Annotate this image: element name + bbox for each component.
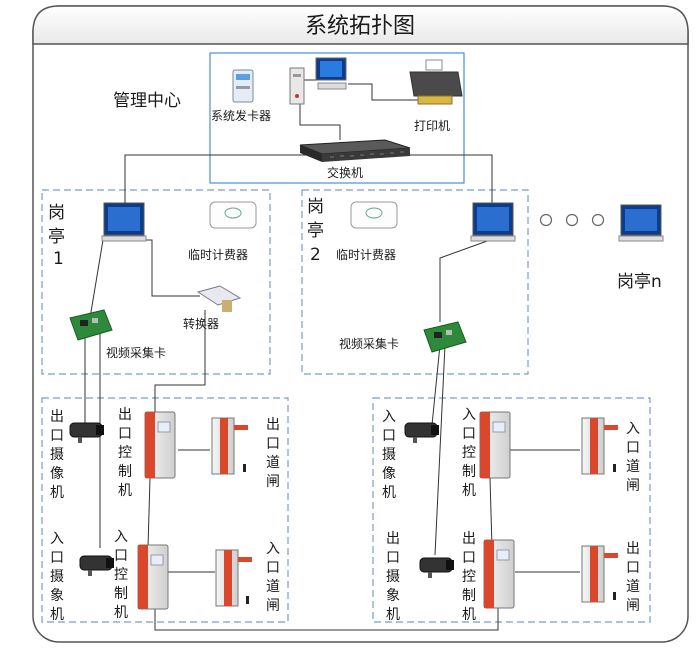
left-entry-gate-icon	[215, 549, 252, 607]
booth1-meter-label: 临时计费器	[188, 248, 248, 262]
left-lane-box	[41, 397, 289, 623]
switch-label: 交换机	[327, 165, 363, 180]
booth2-meter-icon	[350, 201, 398, 229]
printer-label: 打印机	[414, 119, 450, 133]
management-box	[209, 52, 465, 184]
left-exit-camera-icon	[69, 422, 104, 443]
diagram-title: 系统拓扑图	[305, 14, 415, 39]
switch-icon	[299, 139, 411, 162]
right-entry-gate-icon	[581, 417, 618, 475]
converter-icon	[196, 285, 242, 312]
booth2-label-2: 亭	[307, 221, 324, 241]
left-exit-controller-icon	[144, 411, 176, 479]
booth2-meter-label: 临时计费器	[336, 248, 396, 262]
right-lane-box	[372, 397, 651, 623]
booth2-capture-card-label: 视频采集卡	[339, 336, 399, 351]
booth2-computer-icon	[470, 202, 516, 242]
booth1-capture-card-icon	[69, 309, 113, 341]
management-center-label: 管理中心	[113, 91, 181, 111]
booth2-box	[301, 189, 529, 375]
converter-label: 转换器	[183, 316, 219, 331]
right-entry-camera-icon	[404, 422, 439, 443]
server-tower-icon	[289, 67, 305, 105]
card-issuer-label: 系统发卡器	[211, 108, 271, 123]
booth2-label-3: 2	[310, 245, 321, 265]
booth-n-label: 岗亭n	[617, 272, 662, 292]
booth1-label-1: 岗	[48, 203, 65, 223]
left-exit-gate-icon	[211, 417, 248, 475]
left-entry-camera-icon	[79, 555, 114, 576]
card-issuer-icon	[232, 69, 254, 103]
booth-n-computer-icon	[618, 204, 664, 242]
right-exit-controller-icon	[483, 539, 515, 609]
title-bar	[32, 5, 689, 45]
booth1-meter-icon	[209, 201, 257, 229]
left-entry-controller-icon	[137, 544, 169, 610]
booth2-label-1: 岗	[307, 197, 324, 217]
booth1-label-3: 1	[53, 249, 64, 269]
booth1-box	[41, 189, 271, 375]
booth2-capture-card-icon	[423, 321, 467, 353]
printer-icon	[409, 59, 463, 105]
more-booths-ellipsis	[539, 213, 605, 227]
booth1-label-2: 亭	[48, 227, 65, 247]
booth1-capture-card-label: 视频采集卡	[106, 345, 166, 360]
right-exit-gate-icon	[581, 545, 618, 603]
right-entry-controller-icon	[479, 411, 511, 479]
monitor-icon	[315, 57, 347, 90]
right-exit-camera-icon	[419, 557, 454, 578]
booth1-computer-icon	[101, 202, 147, 242]
